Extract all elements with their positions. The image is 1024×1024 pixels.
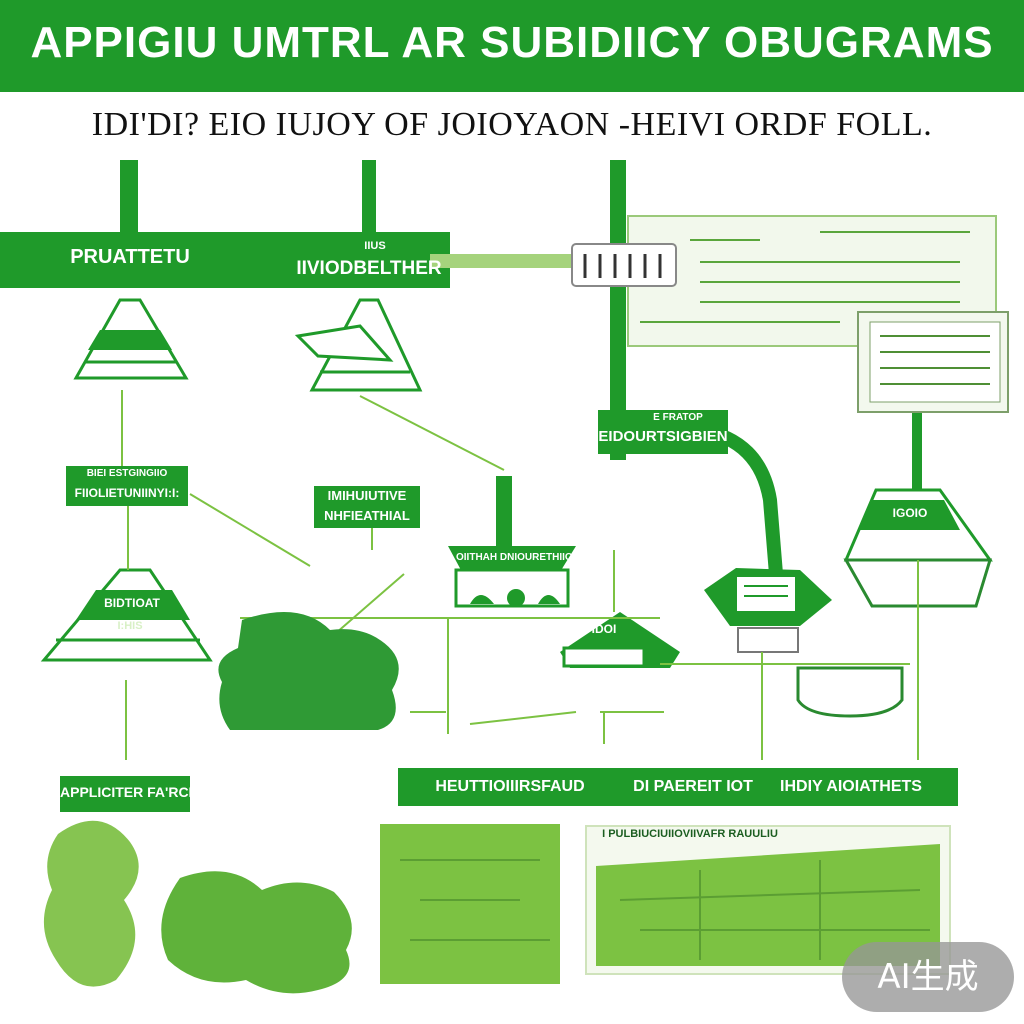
map-panel-left [380, 824, 560, 984]
node-label-5b: NHFIEATHIAL [314, 508, 420, 523]
node-label-7b: I:HIS [100, 620, 160, 632]
node-label-7: BIDTIOAT [92, 596, 172, 610]
node-label-8: IDOI [574, 622, 634, 636]
bar-label-1: HEUTTIOIIIRSFAUD [420, 778, 600, 796]
map-blob-3 [161, 871, 352, 993]
node-label-6: OIITHAH DNIOURETHIIOR [456, 552, 568, 563]
node-label-4a: BIEI ESTGINGIIO [66, 468, 188, 479]
bar-label-2: DI PAEREIT IOT [618, 778, 768, 796]
building-3 [704, 568, 832, 652]
map-blob-1 [218, 612, 398, 730]
bar-label-3: IHDIY AIOIATHETS [776, 778, 926, 796]
node-label-1: PRUATTETU [40, 246, 220, 269]
node-label-2-top: IIUS [330, 240, 420, 252]
ai-generated-badge: AI生成 [842, 942, 1014, 1012]
funnel-2 [298, 300, 420, 390]
node-label-3: EIDOURTSIGBIEN [598, 428, 728, 445]
node-label-2: IIVIODBELTHER [294, 258, 444, 280]
node-label-10: APPLICITER FA'RCHIS [60, 784, 190, 800]
bar-tail [430, 254, 580, 268]
node-label-5a: IMIHUIUTIVE [314, 488, 420, 503]
building-1 [448, 476, 576, 607]
building-2 [560, 612, 680, 668]
funnel-3 [44, 570, 210, 660]
node-label-3-top: E FRATOP [648, 412, 708, 423]
trunk-4 [912, 410, 922, 500]
node-label-4b: FIIOLIETUNIINYI:I: [66, 486, 188, 500]
table-header-label: I PULBIUCIUIIOVIIVAFR RAUULIU [590, 828, 790, 840]
node-label-9: IGOIO [870, 506, 950, 520]
map-blob-2 [44, 821, 139, 987]
funnel-1 [76, 300, 186, 378]
cup-shape [798, 668, 902, 716]
